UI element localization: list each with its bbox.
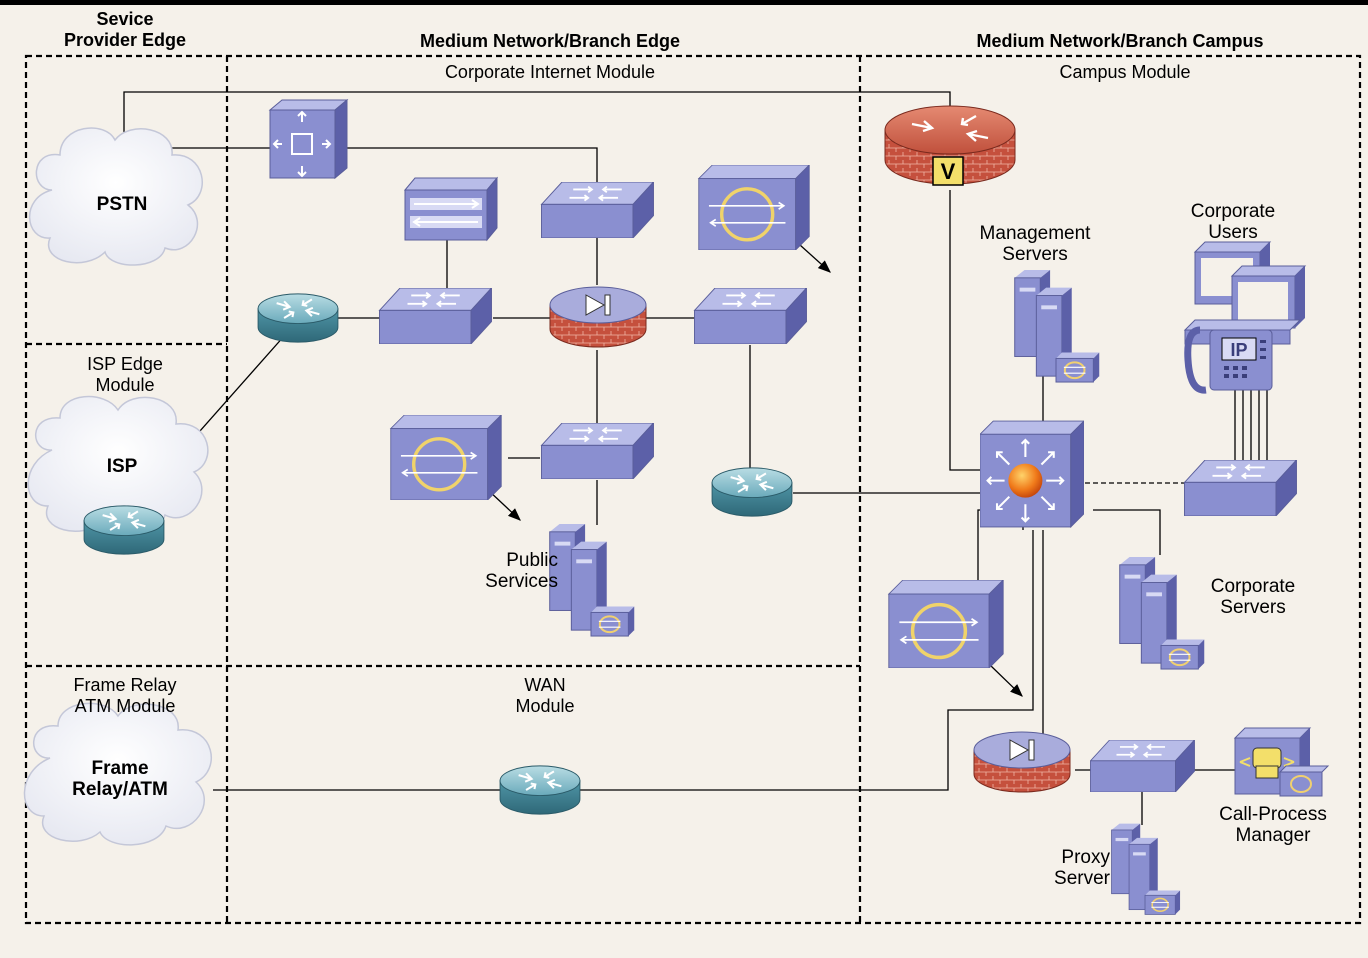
frame-relay-cloud[interactable] — [23, 702, 212, 846]
vpn-firewall-router-icon[interactable] — [884, 105, 1016, 186]
call-process-manager-icon[interactable] — [1233, 727, 1330, 797]
public-line2: Services — [485, 571, 558, 592]
call-process-manager-label: Call-Process Manager — [1198, 804, 1348, 846]
proxy-server-icon[interactable] — [1110, 822, 1181, 916]
public-services-label: Public Services — [448, 550, 558, 592]
servers-line2: Servers — [1220, 597, 1286, 618]
edge-firewall-icon[interactable] — [549, 286, 647, 348]
callproc-line2: Manager — [1235, 825, 1311, 846]
ids-campus-icon[interactable] — [886, 580, 1006, 668]
header-sp-line1: Sevice — [96, 9, 154, 29]
vpn-badge-text: V — [941, 159, 956, 184]
mgmt-line2: Servers — [1002, 244, 1068, 265]
isp-router-icon[interactable] — [83, 504, 165, 556]
header-sp-line2: Provider Edge — [63, 30, 187, 50]
corporate-users-label: Corporate Users — [1168, 201, 1298, 243]
frame-relay-label: Frame Relay/ATM — [40, 758, 200, 800]
corporate-users-workstation-icon[interactable] — [1183, 241, 1307, 345]
users-line2: Users — [1208, 222, 1258, 243]
isp-cloud[interactable] — [27, 395, 209, 536]
top-border — [0, 0, 1368, 5]
pstn-access-switch-icon[interactable] — [268, 98, 349, 180]
ip-badge-text: IP — [1230, 340, 1247, 360]
proxy-line2: Server — [1054, 868, 1110, 889]
switch-outside-icon[interactable] — [378, 288, 493, 344]
module-corporate-internet: Corporate Internet Module — [444, 62, 656, 82]
module-wan-line1: WAN — [524, 675, 566, 695]
public-line1: Public — [506, 550, 558, 571]
management-server-icon[interactable] — [1013, 268, 1101, 384]
edge-router-icon[interactable] — [257, 292, 339, 344]
switch-dmz-icon[interactable] — [540, 423, 655, 479]
module-isp-line2: Module — [95, 375, 155, 395]
module-isp-edge: ISP Edge Module — [40, 354, 210, 396]
module-fr-line1: Frame Relay — [73, 675, 177, 695]
corporate-servers-label: Corporate Servers — [1188, 576, 1318, 618]
module-frame-relay: Frame Relay ATM Module — [40, 675, 210, 717]
core-multilayer-switch-icon[interactable] — [980, 420, 1084, 528]
module-boundaries — [24, 54, 1362, 925]
proxy-line1: Proxy — [1061, 847, 1110, 868]
header-service-provider-edge: Sevice Provider Edge — [40, 9, 210, 51]
module-wan-line2: Module — [515, 696, 575, 716]
public-services-server-icon[interactable] — [548, 522, 636, 638]
callproc-line1: Call-Process — [1219, 804, 1327, 825]
ids-edge-top-icon[interactable] — [696, 165, 812, 250]
management-servers-label: Management Servers — [950, 223, 1120, 265]
servers-line1: Corporate — [1210, 576, 1296, 597]
module-fr-line2: ATM Module — [74, 696, 176, 716]
module-campus: Campus Module — [1059, 62, 1191, 82]
ids-dmz-icon[interactable] — [388, 415, 504, 500]
module-isp-line1: ISP Edge — [87, 354, 163, 374]
fr-label-line2: Relay/ATM — [72, 779, 168, 800]
links — [123, 91, 1268, 825]
proxy-server-label: Proxy Server — [1020, 847, 1110, 889]
module-wan: WAN Module — [460, 675, 630, 717]
header-branch-edge: Medium Network/Branch Edge — [419, 31, 681, 51]
mgmt-line1: Management — [979, 223, 1091, 244]
ip-phone-icon[interactable] — [1184, 326, 1273, 394]
access-switch-users-icon[interactable] — [1183, 460, 1298, 516]
switch-inside-icon[interactable] — [693, 288, 808, 344]
vpn-concentrator-icon[interactable] — [403, 176, 499, 242]
header-branch-campus: Medium Network/Branch Campus — [976, 31, 1264, 51]
users-line1: Corporate — [1190, 201, 1276, 222]
wan-router-icon[interactable] — [499, 764, 581, 816]
switch-edge-top-icon[interactable] — [540, 182, 655, 238]
fr-label-line1: Frame — [91, 758, 149, 779]
switch-campus-bottom-icon[interactable] — [1090, 740, 1195, 792]
pstn-cloud[interactable] — [28, 127, 203, 266]
pstn-label: PSTN — [96, 194, 148, 215]
campus-firewall-icon[interactable] — [973, 731, 1071, 793]
internal-router-icon[interactable] — [711, 466, 793, 518]
isp-label: ISP — [106, 456, 138, 477]
